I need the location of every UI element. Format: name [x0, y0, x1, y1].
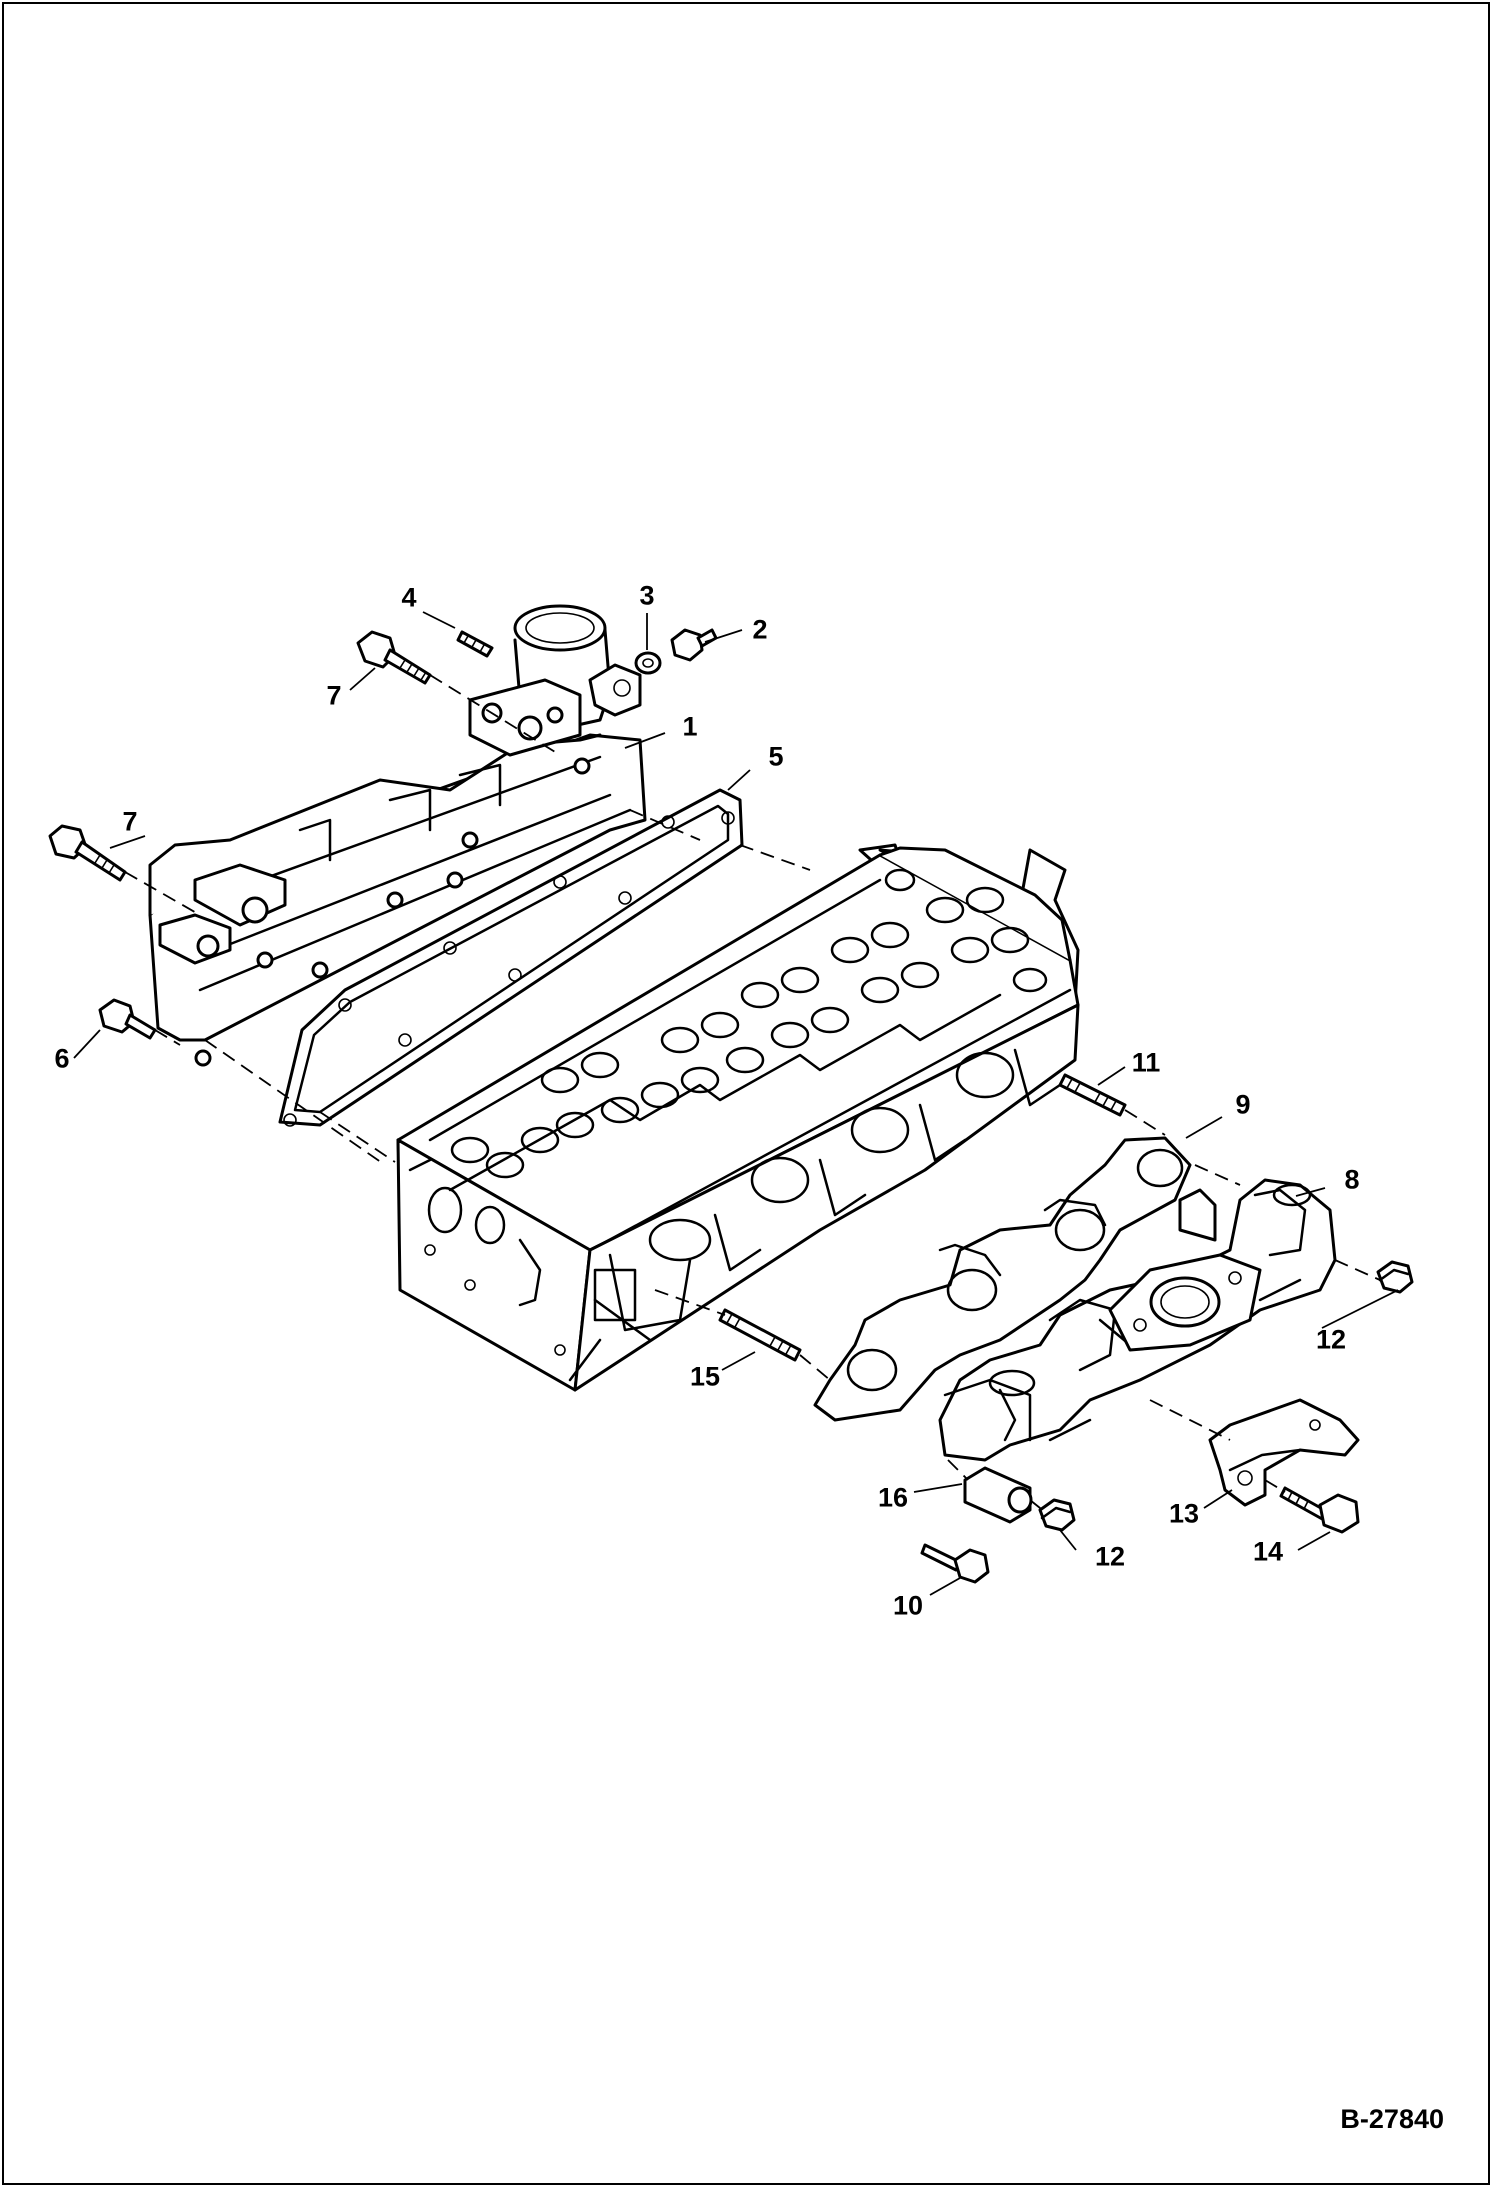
callout-label-10: 10 [892, 1590, 924, 1621]
manifold-gasket-part [278, 788, 744, 1127]
callout-label-14: 14 [1252, 1536, 1284, 1567]
cylinder-head-part [396, 843, 1080, 1392]
callout-label-12-lower: 12 [1094, 1541, 1126, 1572]
bolt-14-part [1279, 1486, 1360, 1534]
alignment-lines [124, 674, 1381, 1513]
callout-label-1: 1 [682, 711, 698, 742]
plug-2-part [670, 628, 718, 662]
callout-label-16: 16 [877, 1482, 909, 1513]
bracket-part [1208, 1398, 1360, 1507]
callout-label-11: 11 [1131, 1047, 1161, 1078]
bolt-10-part [920, 1543, 990, 1584]
callout-label-7-upper: 7 [326, 680, 342, 711]
callout-label-6: 6 [54, 1043, 70, 1074]
bolt-6-part [98, 998, 157, 1040]
spacer-16-part [963, 1466, 1033, 1524]
valve-port-group [450, 868, 1048, 1179]
callout-label-9: 9 [1235, 1089, 1251, 1120]
callout-label-8: 8 [1344, 1164, 1360, 1195]
nut-12-right-part [1376, 1260, 1414, 1294]
stud-11-part [1058, 1073, 1127, 1117]
callout-label-5: 5 [768, 741, 784, 772]
callout-label-7-lower: 7 [122, 806, 138, 837]
figure-reference-number: B-27840 [1340, 2104, 1444, 2134]
nut-12-lower-part [1038, 1498, 1076, 1532]
callout-label-15: 15 [689, 1361, 721, 1392]
leader-lines [73, 611, 1399, 1596]
washer-3-part [634, 651, 662, 675]
callout-label-12-right: 12 [1315, 1324, 1347, 1355]
exhaust-manifold-part [938, 1178, 1337, 1462]
stud-15-part [718, 1308, 802, 1362]
bolt-7-upper-part [356, 630, 432, 685]
stud-4-part [456, 630, 494, 658]
callout-label-3: 3 [639, 580, 655, 611]
callout-label-13: 13 [1168, 1498, 1200, 1529]
exhaust-gasket-part [813, 1136, 1192, 1422]
callout-label-4: 4 [401, 582, 417, 613]
intake-manifold-part [148, 604, 647, 1067]
callout-label-2: 2 [752, 614, 768, 645]
bolt-7-lower-part [48, 824, 127, 882]
